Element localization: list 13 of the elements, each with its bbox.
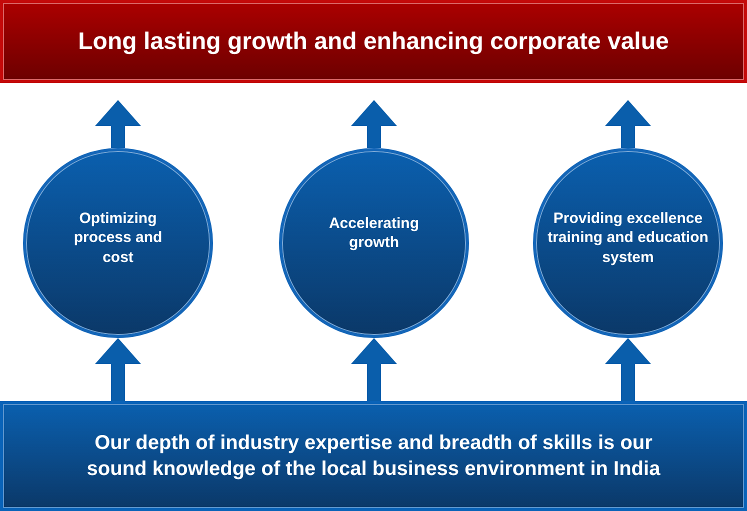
block-arrow xyxy=(605,338,651,401)
circle-label: Optimizing process and cost xyxy=(72,208,164,268)
circle-label: Accelerating growth xyxy=(328,214,420,252)
banner-text: Long lasting growth and enhancing corporate value xyxy=(77,26,670,57)
banner-text: Our depth of industry expertise and breadth of skills is our sound knowledge of the local business environment in India xyxy=(86,431,662,482)
goal-banner xyxy=(0,0,747,83)
block-arrow xyxy=(605,100,651,148)
circle-label: Providing excellence training and education system xyxy=(546,208,710,268)
block-arrow xyxy=(351,100,397,148)
foundation-banner xyxy=(0,401,747,511)
block-arrow xyxy=(351,338,397,401)
block-arrow xyxy=(95,100,141,148)
block-arrow xyxy=(95,338,141,401)
